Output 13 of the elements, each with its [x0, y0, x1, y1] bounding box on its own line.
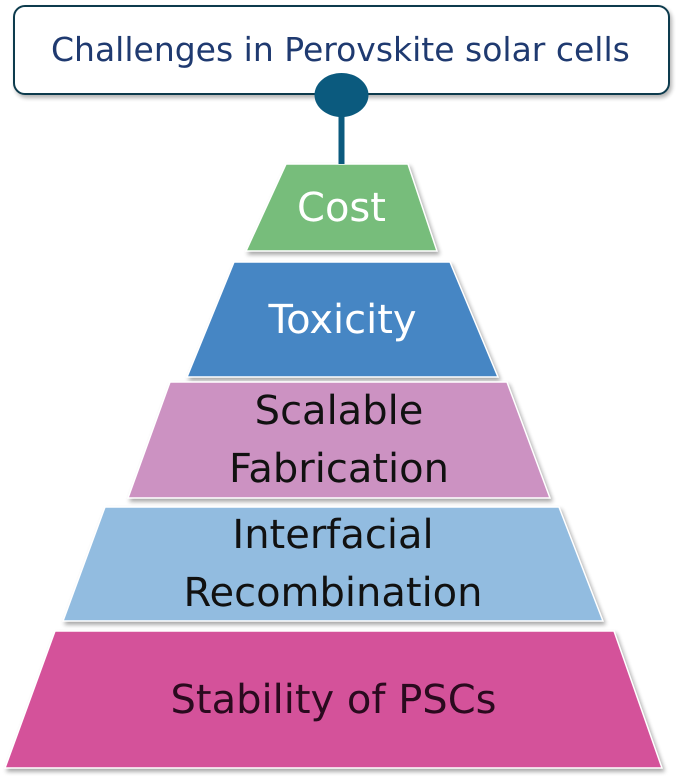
pyramid-tier — [128, 382, 550, 498]
pyramid-tier — [187, 262, 498, 377]
tier-label: Interfacial Recombination — [182, 511, 484, 618]
title-box — [13, 5, 670, 95]
connector-line — [314, 73, 368, 164]
title-label: Challenges in Perovskite solar cells — [51, 30, 630, 70]
pyramid-tier — [5, 631, 662, 768]
tier-label: Stability of PSCs — [170, 676, 496, 724]
pyramid-tier — [63, 507, 603, 621]
tier-label: Cost — [297, 184, 386, 232]
tier-label: Toxicity — [268, 296, 417, 344]
pyramid-tier — [246, 164, 437, 251]
tier-label: Scalable Fabrication — [228, 387, 450, 494]
